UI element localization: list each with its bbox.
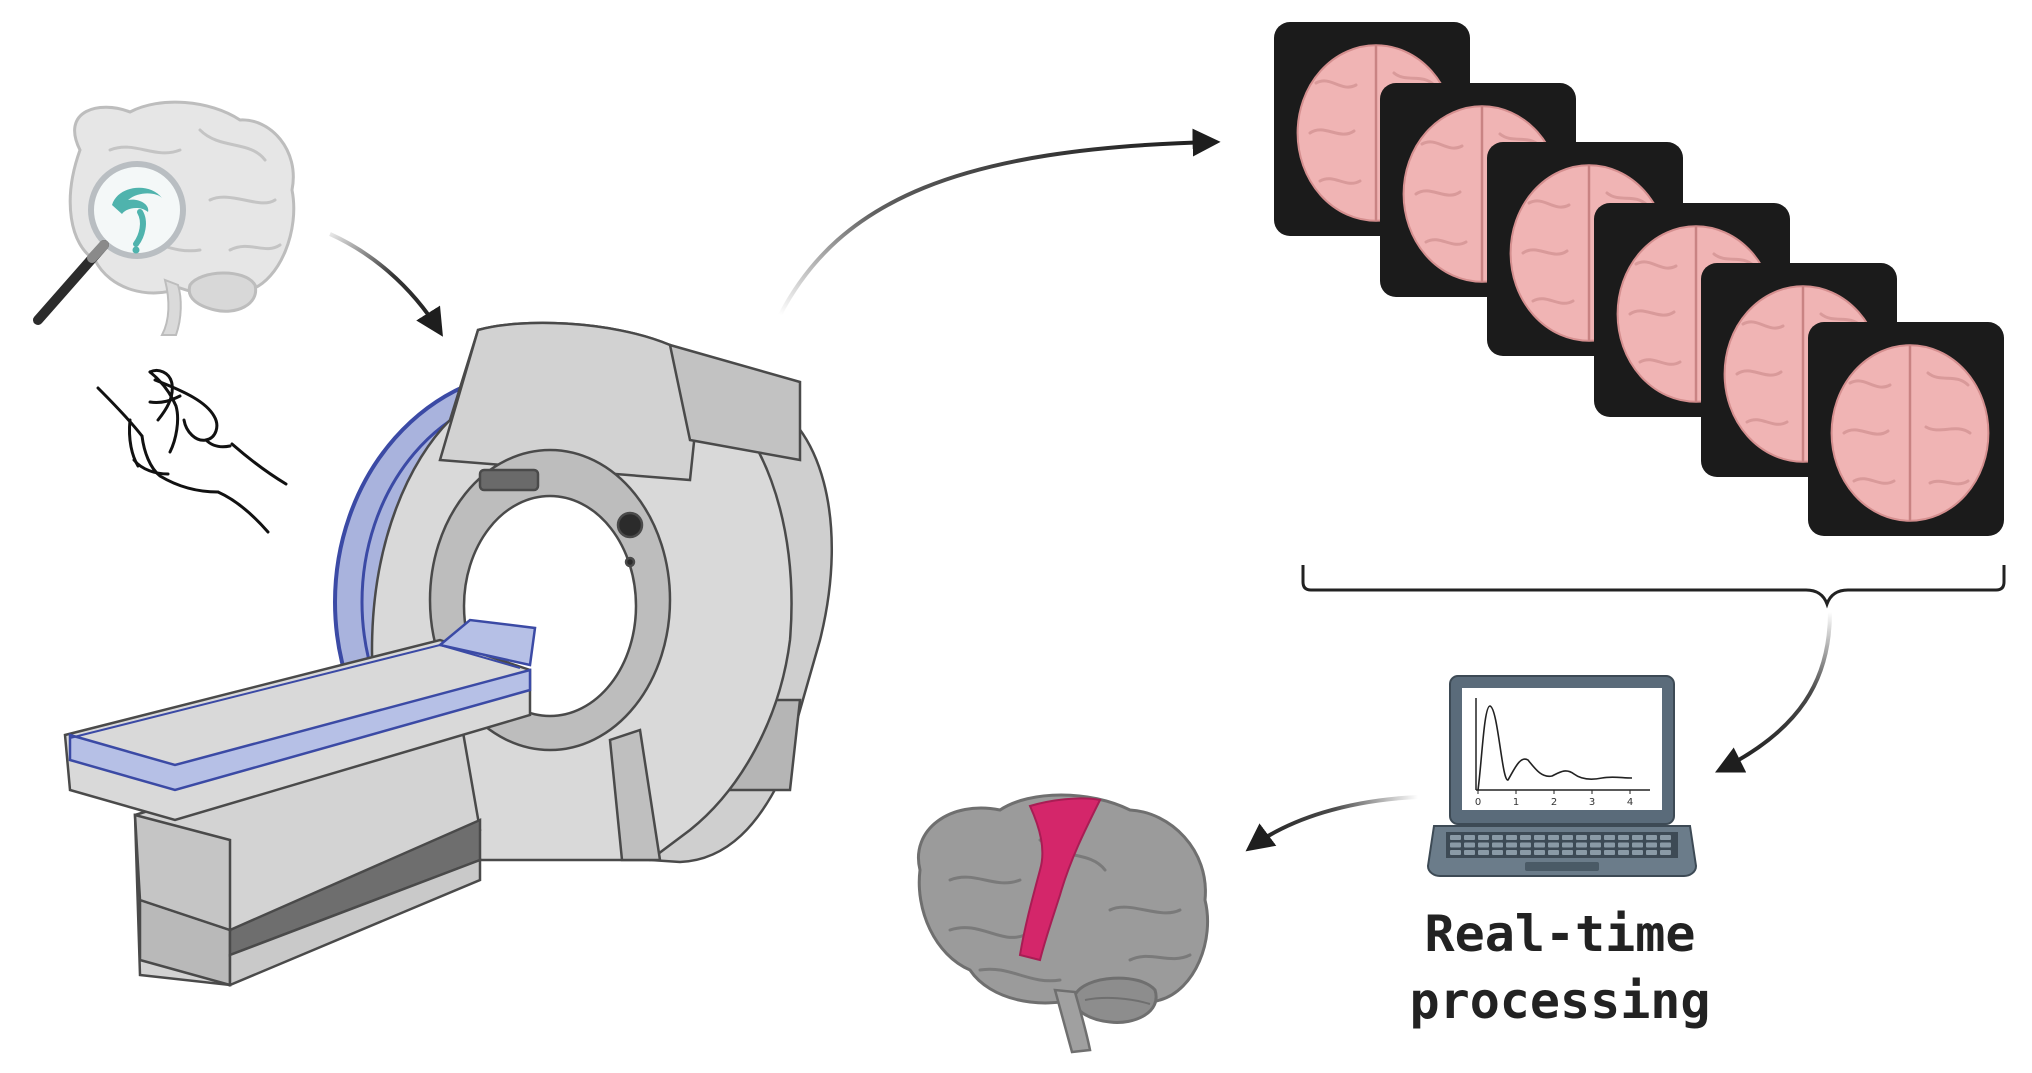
hand-gesture-icon [96,369,288,534]
slice-group-brace [1301,565,2006,609]
plot-x-tick: 3 [1589,797,1595,808]
laptop-keyboard [1450,835,1671,855]
patient-table [63,618,537,987]
plot-x-tick: 1 [1513,797,1519,808]
laptop-screen-plot: 0 1 2 3 4 [1475,698,1650,808]
arrow-to-scanner [329,232,443,337]
arrow-to-slices [778,128,1221,316]
laptop-icon [1426,675,1698,877]
arrow-to-result-brain [1245,795,1419,852]
brain-activation-icon [917,793,1210,1054]
arrow-to-laptop [1714,611,1832,773]
plot-x-tick: 0 [1475,797,1481,808]
caption-line-1: Real-time [1425,905,1696,963]
brain-slice-6 [1808,322,2004,536]
brain-magnifier-icon [33,100,296,336]
mri-scanner-icon [333,321,834,864]
brain-slice-stack [1274,22,2004,536]
plot-x-tick: 4 [1627,797,1633,808]
caption-line-2: processing [1409,972,1710,1030]
plot-x-tick: 2 [1551,797,1557,808]
